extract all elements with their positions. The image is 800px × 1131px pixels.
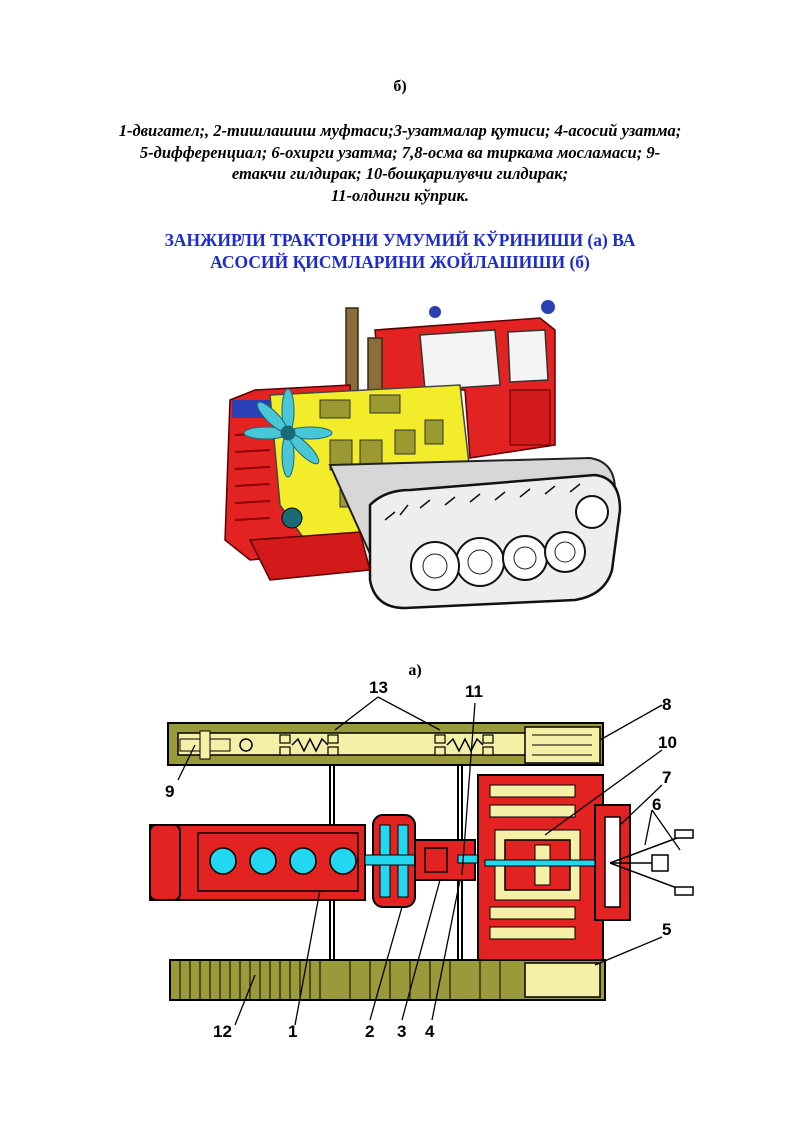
caption-line: 11-олдинги кўприк. bbox=[330, 185, 470, 205]
upper-track-frame bbox=[167, 722, 604, 766]
callout-8: 8 bbox=[662, 695, 671, 714]
crawler-tractor-illustration bbox=[224, 300, 622, 610]
callout-12: 12 bbox=[213, 1022, 232, 1041]
title-line: ЗАНЖИРЛИ ТРАКТОРНИ УМУМИЙ КЎРИНИШИ (а) В… bbox=[164, 230, 636, 250]
lower-track-frame bbox=[169, 959, 606, 1001]
callout-1: 1 bbox=[288, 1022, 297, 1041]
callout-13: 13 bbox=[369, 678, 388, 697]
callout-7: 7 bbox=[662, 768, 671, 787]
hitch bbox=[609, 829, 694, 896]
callout-5: 5 bbox=[662, 920, 671, 939]
callout-2: 2 bbox=[365, 1022, 374, 1041]
callout-6: 6 bbox=[652, 795, 661, 814]
figure-caption: 1-двигател;, 2-тишлашиш муфтаси;3-узатма… bbox=[70, 120, 730, 206]
tractor-layout-scheme: 13 11 8 10 7 6 9 5 12 1 2 3 4 bbox=[149, 678, 694, 1041]
title-line: АСОСИЙ ҚИСМЛАРИНИ ЖОЙЛАШИШИ (б) bbox=[210, 252, 590, 272]
caption-line: етакчи гилдирак; 10-бошқарилувчи гилдира… bbox=[231, 164, 569, 183]
callout-4: 4 bbox=[425, 1022, 435, 1041]
callout-3: 3 bbox=[397, 1022, 406, 1041]
caption-line: 1-двигател;, 2-тишлашиш муфтаси;3-узатма… bbox=[118, 121, 682, 140]
figure-b-label: б) bbox=[393, 78, 407, 95]
callout-11: 11 bbox=[465, 682, 483, 701]
callout-9: 9 bbox=[165, 782, 174, 801]
engine bbox=[149, 824, 366, 901]
figure-a-label: а) bbox=[408, 662, 422, 679]
callout-10: 10 bbox=[658, 733, 677, 752]
figure-title: ЗАНЖИРЛИ ТРАКТОРНИ УМУМИЙ КЎРИНИШИ (а) В… bbox=[100, 229, 700, 273]
caption-line: 5-дифференциал; 6-охирги узатма; 7,8-осм… bbox=[139, 142, 661, 162]
clutch bbox=[364, 814, 426, 908]
rear-transmission bbox=[477, 774, 631, 961]
